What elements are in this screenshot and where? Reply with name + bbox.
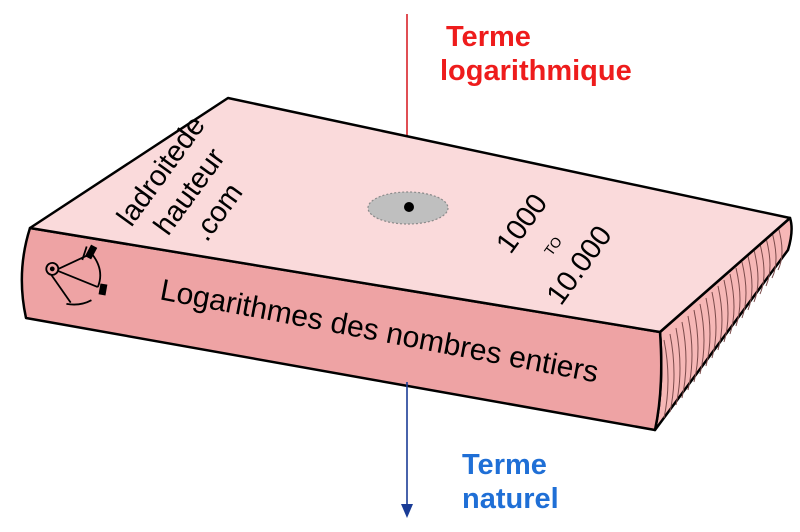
label-natural-term-line-2: naturel (462, 483, 559, 515)
sextant-icon (45, 244, 108, 306)
page-lines (663, 225, 783, 419)
cover-hole (367, 191, 449, 225)
label-natural-term-line-1: Terme (462, 449, 547, 481)
label-logarithmic-term-line-1: Terme (446, 21, 531, 53)
label-natural-term: Terme naturel (462, 448, 559, 516)
hole-point (404, 202, 414, 212)
label-logarithmic-term: Terme logarithmique (440, 20, 632, 88)
output-arrow (401, 382, 413, 518)
label-logarithmic-term-line-2: logarithmique (440, 55, 632, 87)
book-spine (20, 226, 663, 432)
output-arrow-head (401, 504, 413, 518)
